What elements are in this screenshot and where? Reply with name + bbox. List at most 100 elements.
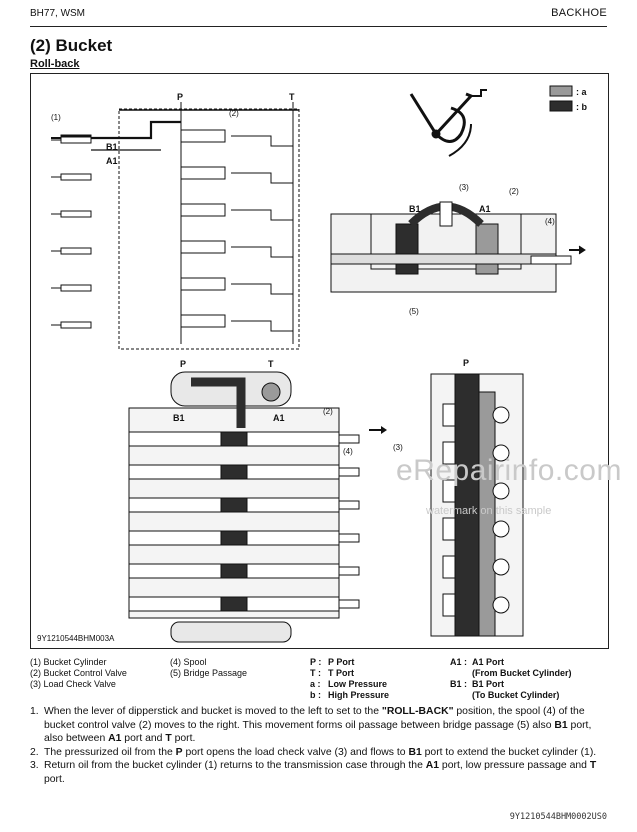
section-callout-5: (5)	[409, 307, 419, 316]
watermark-sub: watermark on this sample	[426, 505, 552, 517]
side-port	[442, 441, 456, 465]
legend-4: (4) Spool	[170, 657, 207, 667]
document-id: 9Y1210544BHM0002US0	[509, 812, 607, 822]
side-spool	[492, 406, 510, 424]
return-line	[231, 320, 293, 332]
valve-cross-section	[330, 201, 586, 293]
page-header: BH77, WSM BACKHOE	[30, 7, 607, 22]
front-passage	[220, 431, 248, 447]
legend-val-a: Low Pressure	[328, 679, 388, 689]
spool-block	[180, 314, 226, 328]
spool-end	[338, 533, 360, 543]
front-passage	[220, 563, 248, 579]
section-title: (2) Bucket	[30, 36, 113, 55]
front-passage	[220, 497, 248, 513]
legend-key-t: T :	[310, 668, 321, 678]
figure-code: 9Y1210544BHM003A	[37, 634, 115, 643]
front-b1-label: B1	[173, 413, 185, 423]
front-p-label: P	[180, 359, 186, 369]
front-callout-2: (2)	[323, 407, 333, 416]
bucket-icon	[409, 89, 487, 157]
spool-end	[338, 434, 360, 444]
schematic-callout-2: (2)	[229, 109, 239, 118]
return-line	[231, 246, 293, 258]
watermark: eRepairinfo.com	[396, 454, 622, 487]
hydraulic-diagram: P T (1) (2) B1 A1 : a : b	[37, 85, 587, 643]
side-port	[442, 479, 456, 503]
return-line	[231, 135, 293, 147]
side-spool	[492, 558, 510, 576]
front-t-label: T	[268, 359, 274, 369]
return-line	[231, 209, 293, 221]
legend-val-b1-note: (To Bucket Cylinder)	[472, 690, 560, 700]
section-subtitle: Roll-back	[30, 58, 80, 70]
side-spool	[492, 520, 510, 538]
return-line	[231, 283, 293, 295]
low-pressure-swatch	[549, 85, 573, 97]
section-b1-label: B1	[409, 204, 421, 214]
side-port	[442, 517, 456, 541]
legend-key-b: b :	[310, 690, 321, 700]
spool-block	[180, 129, 226, 143]
section-callout-3: (3)	[459, 183, 469, 192]
section-callout-4: (4)	[545, 217, 555, 226]
side-spool	[492, 482, 510, 500]
schematic-a1-label: A1	[106, 156, 118, 166]
actuator	[60, 284, 92, 292]
legend-val-a1: A1 Port	[472, 657, 505, 667]
step-2: 2.The pressurized oil from the P port op…	[30, 746, 597, 758]
valve-side-view	[430, 373, 524, 637]
spool-end	[338, 566, 360, 576]
actuator	[60, 321, 92, 329]
legend-val-b: High Pressure	[328, 690, 390, 700]
spool-block	[180, 277, 226, 291]
legend-val-a1-note: (From Bucket Cylinder)	[472, 668, 572, 678]
side-spool	[492, 596, 510, 614]
actuator	[60, 173, 92, 181]
front-passage	[220, 530, 248, 546]
schematic-p-label: P	[177, 92, 183, 102]
spool-block	[180, 166, 226, 180]
section-callout-2: (2)	[509, 187, 519, 196]
front-passage	[220, 596, 248, 612]
step-1: 1.When the lever of dipperstick and buck…	[30, 706, 592, 745]
front-callout-4: (4)	[343, 447, 353, 456]
side-spool	[492, 444, 510, 462]
side-port	[442, 403, 456, 427]
front-passage	[220, 464, 248, 480]
side-callout-3: (3)	[393, 443, 403, 452]
procedure-list: 1.When the lever of dipperstick and buck…	[30, 705, 600, 787]
header-section: BACKHOE	[551, 7, 607, 19]
spool-block	[180, 240, 226, 254]
legend-key-b1: B1 :	[450, 679, 468, 689]
legend-1: (1) Bucket Cylinder	[30, 657, 107, 667]
spool-end	[338, 500, 360, 510]
schematic-callout-1: (1)	[51, 113, 61, 122]
spool-block	[180, 203, 226, 217]
legend-val-t: T Port	[328, 668, 354, 678]
legend-key-a1: A1 :	[450, 657, 468, 667]
valve-schematic	[51, 102, 300, 350]
schematic-t-label: T	[289, 92, 295, 102]
actuator	[60, 247, 92, 255]
legend-val-p: P Port	[328, 657, 355, 667]
header-rule	[30, 26, 607, 27]
spool-end	[338, 467, 360, 477]
section-a1-label: A1	[479, 204, 491, 214]
step-3: 3.Return oil from the bucket cylinder (1…	[30, 760, 597, 785]
side-port	[442, 555, 456, 579]
front-a1-label: A1	[273, 413, 285, 423]
actuator	[60, 210, 92, 218]
legend-val-b1: B1 Port	[472, 679, 505, 689]
legend-key-p: P :	[310, 657, 322, 667]
legend-3: (3) Load Check Valve	[30, 679, 116, 689]
header-model: BH77, WSM	[30, 8, 86, 19]
spool-end	[338, 599, 360, 609]
side-port	[442, 593, 456, 617]
valve-front-view	[128, 371, 360, 643]
high-pressure-swatch	[549, 100, 573, 112]
legend-key-a: a :	[310, 679, 321, 689]
legend-2: (2) Bucket Control Valve	[30, 668, 127, 678]
side-p-label: P	[463, 358, 469, 368]
key-b-label: : b	[576, 102, 587, 112]
